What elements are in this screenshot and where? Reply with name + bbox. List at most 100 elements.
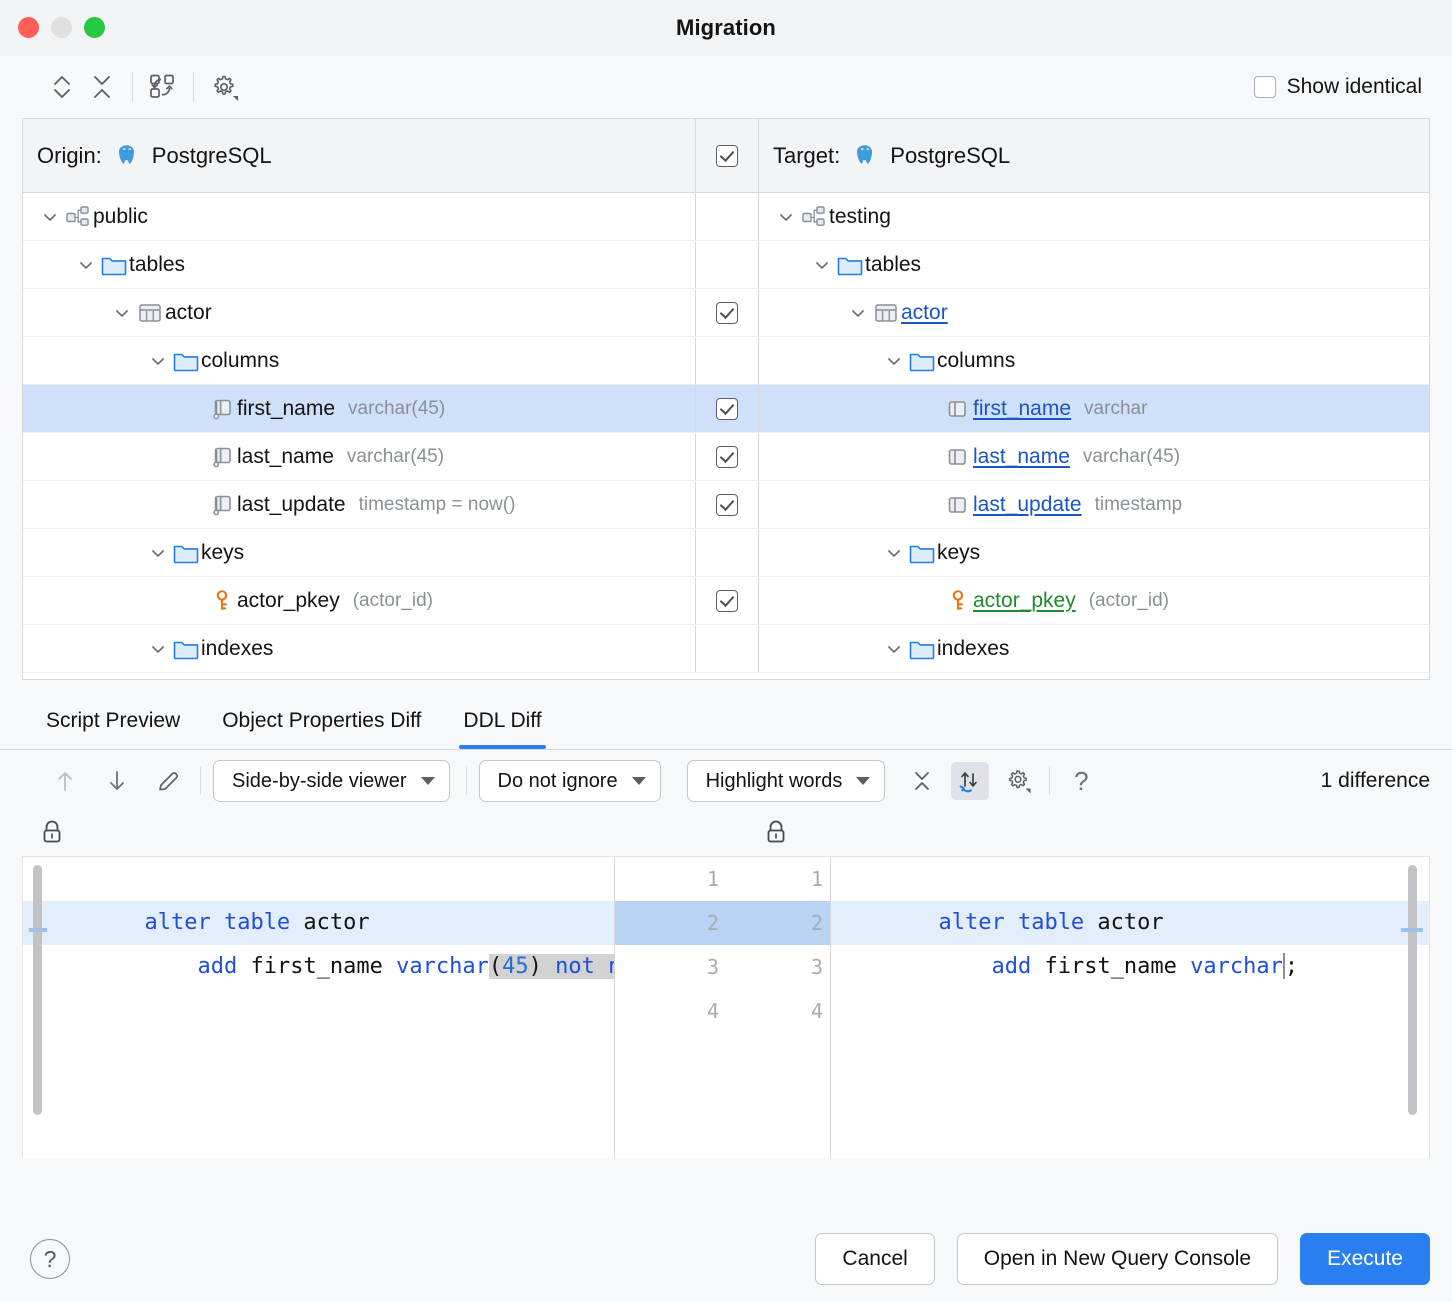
viewer-mode-dropdown[interactable]: Side-by-side viewer <box>213 760 450 802</box>
folder-icon <box>171 637 201 661</box>
origin-cell[interactable]: keys <box>23 529 695 576</box>
chevron-down-icon[interactable] <box>845 303 871 323</box>
right-line-number: 2 <box>810 911 823 935</box>
origin-cell[interactable]: actor_pkey(actor_id) <box>23 577 695 624</box>
chevron-down-icon[interactable] <box>145 351 171 371</box>
target-cell[interactable]: actor_pkey(actor_id) <box>759 577 1429 624</box>
settings-gear-icon[interactable] <box>204 67 244 107</box>
chevron-down-icon[interactable] <box>109 303 135 323</box>
previous-difference-icon[interactable] <box>46 762 84 800</box>
compare-tree-row[interactable]: indexes indexes <box>23 625 1429 673</box>
origin-cell[interactable]: indexes <box>23 625 695 672</box>
row-checkbox[interactable] <box>716 589 738 612</box>
tab-script-preview[interactable]: Script Preview <box>46 709 181 732</box>
target-cell[interactable]: tables <box>759 241 1429 288</box>
origin-cell[interactable]: public <box>23 193 695 240</box>
chevron-down-icon[interactable] <box>145 543 171 563</box>
target-cell[interactable]: indexes <box>759 625 1429 672</box>
highlight-mode-dropdown[interactable]: Highlight words <box>686 760 886 802</box>
tree-node-name: tables <box>129 252 186 276</box>
select-all-checkbox[interactable] <box>716 144 738 167</box>
target-cell[interactable]: keys <box>759 529 1429 576</box>
row-checkbox-cell[interactable] <box>695 577 759 624</box>
chevron-down-icon[interactable] <box>881 351 907 371</box>
origin-cell[interactable]: columns <box>23 337 695 384</box>
show-identical-checkbox[interactable] <box>1253 76 1276 98</box>
left-code-line-1: alter table actor <box>23 857 614 935</box>
schema-icon <box>63 205 93 229</box>
swap-sides-icon[interactable] <box>143 67 183 107</box>
folder-icon <box>835 253 865 277</box>
minimize-window-button[interactable] <box>51 17 72 38</box>
maximize-window-button[interactable] <box>84 17 105 38</box>
chevron-down-icon-2 <box>631 777 646 785</box>
show-identical-toggle[interactable]: Show identical <box>1253 75 1422 99</box>
target-cell[interactable]: columns <box>759 337 1429 384</box>
target-cell[interactable]: actor <box>759 289 1429 336</box>
row-checkbox-cell[interactable] <box>695 385 759 432</box>
target-cell[interactable]: testing <box>759 193 1429 240</box>
execute-button[interactable]: Execute <box>1300 1233 1430 1285</box>
compare-tree-row[interactable]: public testing <box>23 193 1429 241</box>
tree-node-name: first_name <box>237 396 336 420</box>
column-icon <box>943 397 973 421</box>
origin-cell[interactable]: actor <box>23 289 695 336</box>
collapse-unchanged-icon[interactable] <box>903 762 941 800</box>
chevron-down-icon[interactable] <box>37 207 63 227</box>
row-checkbox-cell[interactable] <box>695 481 759 528</box>
compare-tree[interactable]: Origin: PostgreSQL Target: <box>22 118 1430 680</box>
chevron-down-icon[interactable] <box>809 255 835 275</box>
header-checkbox-cell[interactable] <box>695 119 759 192</box>
close-window-button[interactable] <box>18 17 39 38</box>
diff-help-icon[interactable]: ? <box>1062 762 1100 800</box>
diff-left-pane[interactable]: alter table actor add first_name varchar… <box>23 857 615 1158</box>
synchronize-scroll-icon[interactable] <box>951 762 990 800</box>
open-in-new-query-console-button[interactable]: Open in New Query Console <box>956 1233 1279 1285</box>
window-controls[interactable] <box>18 17 105 38</box>
compare-tree-row[interactable]: columns columns <box>23 337 1429 385</box>
diff-editor-area[interactable]: alter table actor add first_name varchar… <box>22 856 1430 1158</box>
compare-tree-row[interactable]: tables tables <box>23 241 1429 289</box>
cancel-button[interactable]: Cancel <box>815 1233 935 1285</box>
chevron-down-icon[interactable] <box>773 207 799 227</box>
tab-object-properties-diff[interactable]: Object Properties Diff <box>222 709 422 732</box>
chevron-down-icon[interactable] <box>881 543 907 563</box>
row-checkbox-cell[interactable] <box>695 289 759 336</box>
column-notnull-icon <box>207 444 237 470</box>
compare-tree-row[interactable]: keys keys <box>23 529 1429 577</box>
row-checkbox[interactable] <box>716 397 738 420</box>
compare-tree-row[interactable]: actor_pkey(actor_id) actor_pkey(actor_id… <box>23 577 1429 625</box>
collapse-all-icon[interactable] <box>82 67 122 107</box>
row-checkbox[interactable] <box>716 301 738 324</box>
chevron-down-icon[interactable] <box>145 639 171 659</box>
next-difference-icon[interactable] <box>98 762 136 800</box>
chevron-down-icon[interactable] <box>73 255 99 275</box>
right-line-number: 1 <box>810 867 823 891</box>
help-button[interactable]: ? <box>30 1239 70 1279</box>
left-vertical-scrollbar[interactable] <box>33 865 42 1115</box>
right-vertical-scrollbar[interactable] <box>1408 865 1417 1115</box>
diff-right-pane[interactable]: alter table actor add first_name varchar… <box>831 857 1429 1158</box>
row-checkbox-cell[interactable] <box>695 433 759 480</box>
row-checkbox[interactable] <box>716 445 738 468</box>
tab-ddl-diff[interactable]: DDL Diff <box>459 709 546 749</box>
chevron-down-icon[interactable] <box>881 639 907 659</box>
origin-cell[interactable]: tables <box>23 241 695 288</box>
ignore-mode-dropdown[interactable]: Do not ignore <box>478 760 661 802</box>
expand-all-icon[interactable] <box>42 67 82 107</box>
edit-pencil-icon[interactable] <box>150 762 188 800</box>
origin-header-cell: Origin: PostgreSQL <box>23 119 695 192</box>
diff-settings-gear-icon[interactable] <box>999 762 1037 800</box>
detail-tabs[interactable]: Script Preview Object Properties Diff DDL … <box>0 680 1452 750</box>
compare-tree-row[interactable]: actor actor <box>23 289 1429 337</box>
row-checkbox[interactable] <box>716 493 738 516</box>
